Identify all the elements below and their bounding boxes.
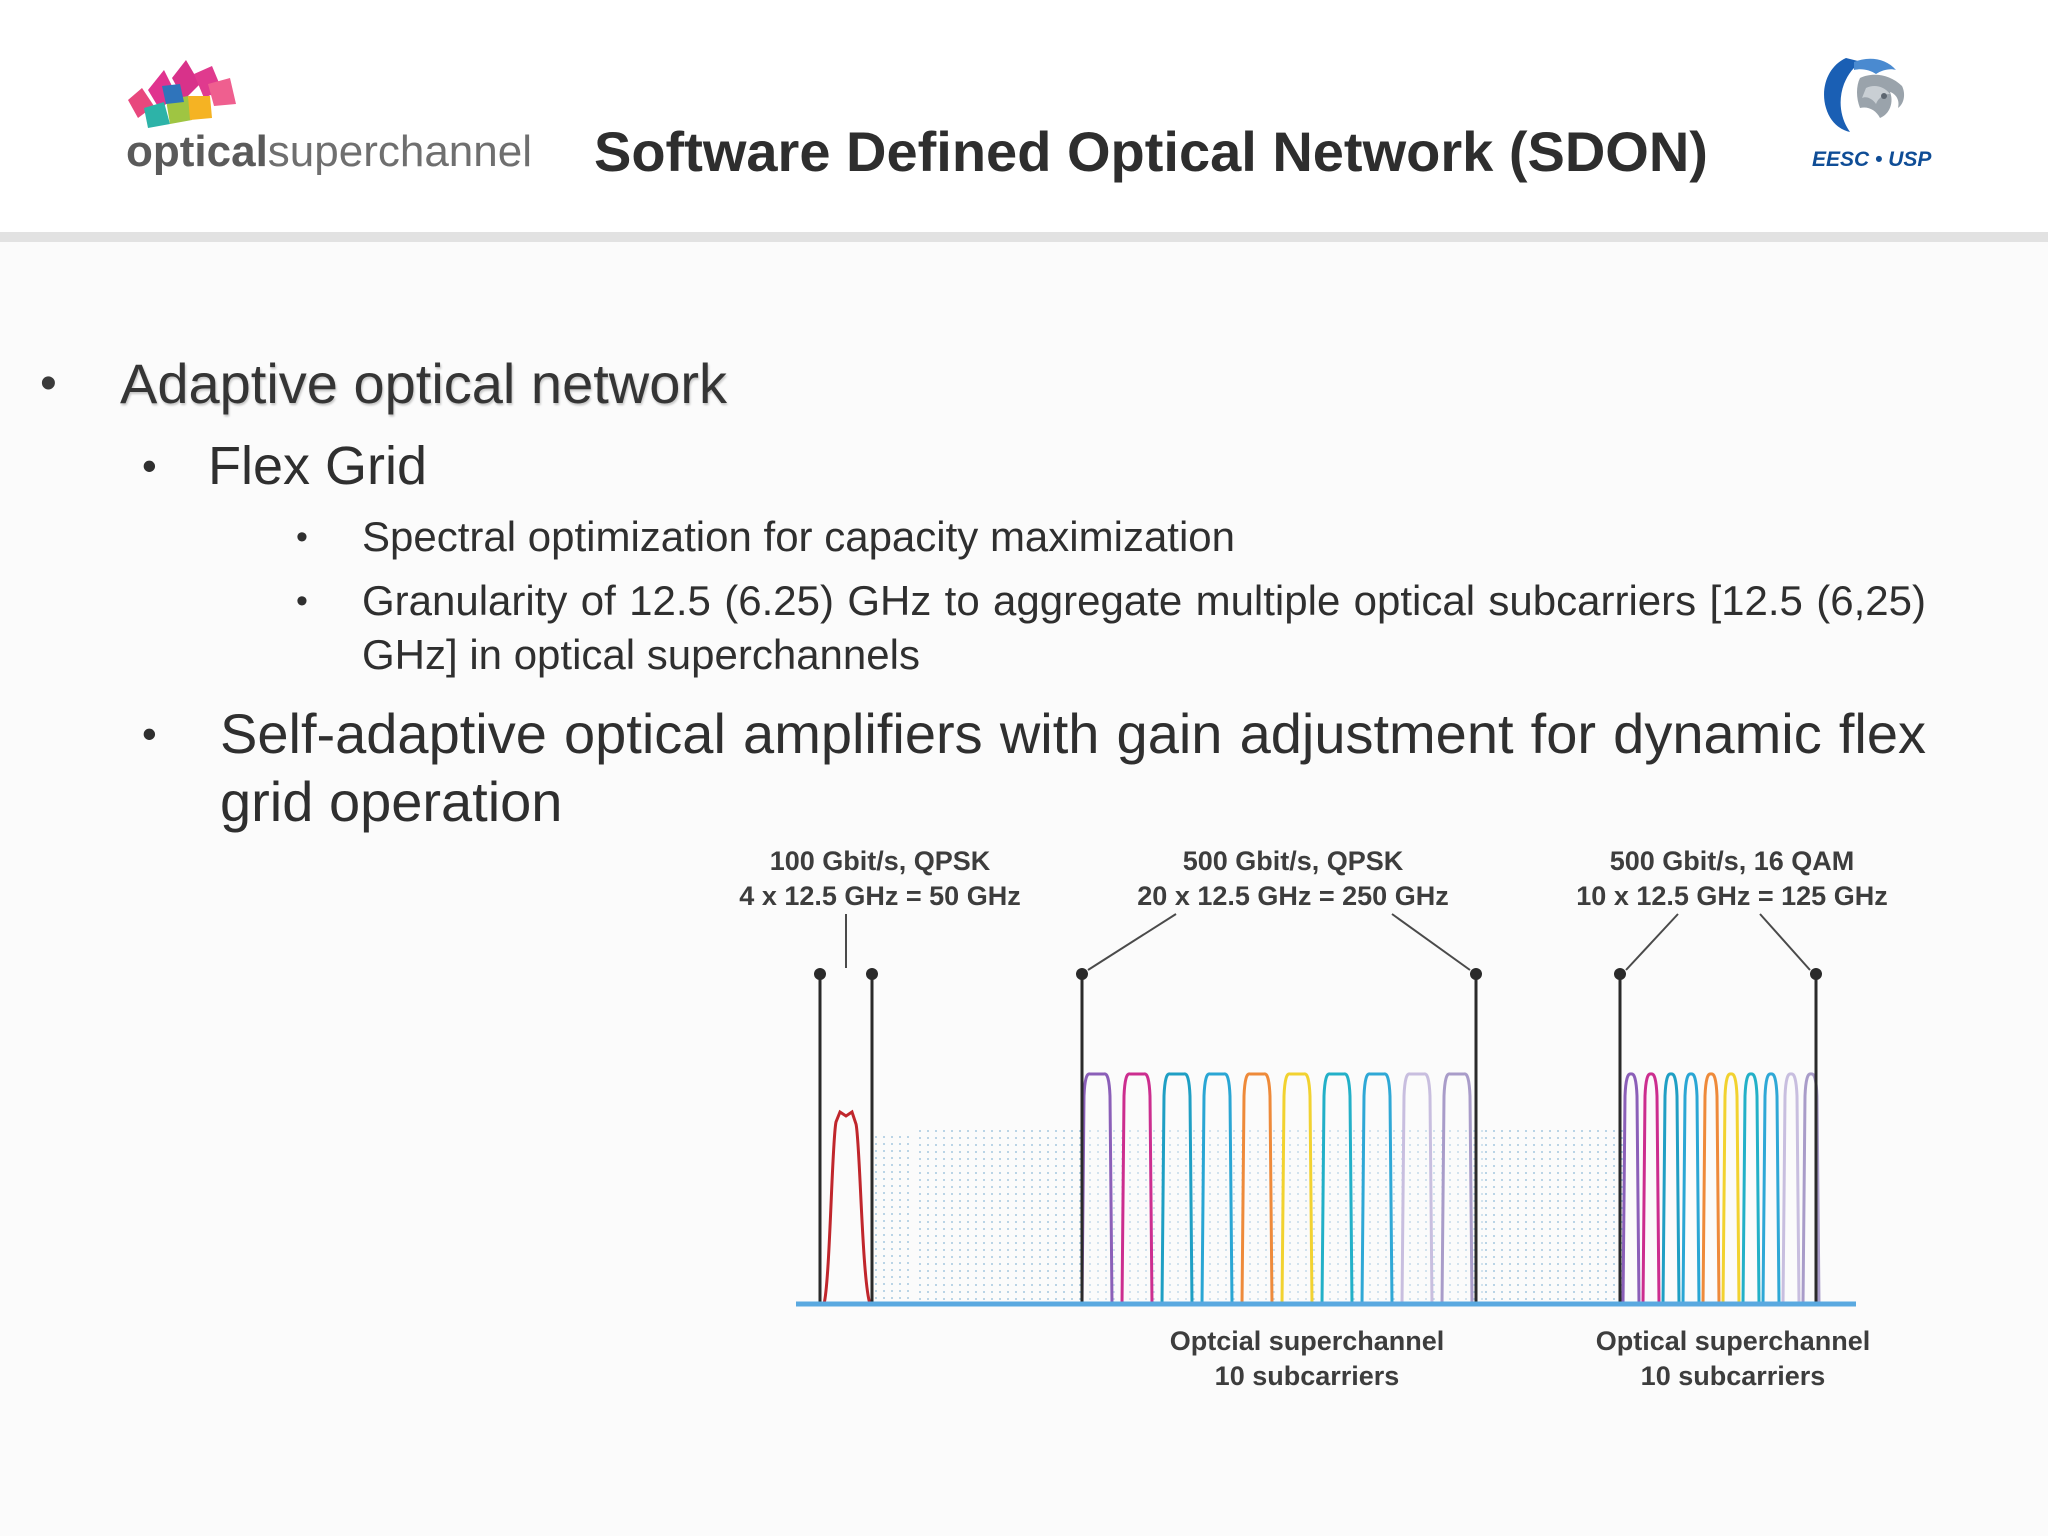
channel-1-rate: 100 Gbit/s, QPSK <box>769 846 991 876</box>
superchannel-2-subcarrier-7 <box>1741 1072 1761 1305</box>
label-leader-line <box>1759 913 1811 971</box>
superchannel-1-subcarrier-5 <box>1240 1072 1274 1305</box>
superchannel-2-label-line2: 10 subcarriers <box>1640 1361 1826 1391</box>
label-leader-line <box>1625 913 1679 971</box>
superchannel-1-subcarrier-4 <box>1200 1072 1234 1305</box>
superchannel-1-label: Optcial superchannel 10 subcarriers <box>1170 1324 1445 1394</box>
bullet-granularity: Granularity of 12.5 (6.25) GHz to aggreg… <box>362 577 1926 678</box>
superchannel-2-subcarrier-5 <box>1701 1072 1721 1305</box>
bullet-marker: • <box>142 710 157 757</box>
optical-superchannel-logo-text: opticalsuperchannel <box>126 127 532 176</box>
superchannel-2-subcarrier-4 <box>1681 1072 1701 1305</box>
optical-superchannel-logo-icon <box>128 60 236 128</box>
superchannel-1-label-line2: 10 subcarriers <box>1214 1361 1400 1391</box>
channel-1-grid: 4 x 12.5 GHz = 50 GHz <box>739 881 1021 911</box>
flex-grid-spectrum-figure: 100 Gbit/s, QPSK 4 x 12.5 GHz = 50 GHz 5… <box>720 840 1940 1410</box>
channel-3-grid: 10 x 12.5 GHz = 125 GHz <box>1576 881 1888 911</box>
eesc-usp-logo-text: EESC • USP <box>1812 148 1932 171</box>
superchannel-2-label: Optical superchannel 10 subcarriers <box>1596 1324 1871 1394</box>
superchannel-1-label-line1: Optcial superchannel <box>1169 1326 1445 1356</box>
channel-boundary-dot <box>814 968 826 980</box>
superchannel-1-subcarrier-1 <box>1080 1072 1114 1305</box>
superchannel-2-subcarrier-8 <box>1761 1072 1781 1305</box>
superchannel-1-subcarrier-3 <box>1160 1072 1194 1305</box>
channel-3-label: 500 Gbit/s, 16 QAM 10 x 12.5 GHz = 125 G… <box>1576 844 1887 914</box>
superchannel-1-subcarrier-6 <box>1280 1072 1314 1305</box>
channel-boundary-dot <box>1076 968 1088 980</box>
superchannel-2-subcarrier-9 <box>1781 1072 1801 1305</box>
superchannel-2-subcarrier-3 <box>1661 1072 1681 1305</box>
eesc-usp-emblem-icon <box>1824 58 1905 132</box>
label-leader-line <box>1391 913 1471 971</box>
channel-2-rate: 500 Gbit/s, QPSK <box>1182 846 1404 876</box>
superchannel-2-subcarrier-6 <box>1721 1072 1741 1305</box>
header-bar <box>0 0 2048 232</box>
bullet-spectral-optimization: Spectral optimization for capacity maxim… <box>362 513 1236 560</box>
channel-2-label: 500 Gbit/s, QPSK 20 x 12.5 GHz = 250 GHz <box>1137 844 1448 914</box>
superchannel-1-subcarrier-8 <box>1360 1072 1394 1305</box>
channel-boundary-dot <box>1810 968 1822 980</box>
bullet-marker: • <box>296 582 308 620</box>
superchannel-1-subcarrier-2 <box>1120 1072 1154 1305</box>
bullet-marker: • <box>296 518 308 556</box>
superchannel-1-subcarrier-9 <box>1400 1072 1434 1305</box>
channel-1-label: 100 Gbit/s, QPSK 4 x 12.5 GHz = 50 GHz <box>739 844 1020 914</box>
single-carrier-spectrum <box>822 1109 872 1305</box>
superchannel-2-subcarrier-2 <box>1641 1072 1661 1305</box>
header-divider <box>0 232 2048 242</box>
superchannel-1-subcarrier-10 <box>1440 1072 1474 1305</box>
superchannel-2-label-line1: Optical superchannel <box>1595 1326 1871 1356</box>
channel-3-rate: 500 Gbit/s, 16 QAM <box>1609 846 1855 876</box>
bullet-marker: • <box>142 442 157 489</box>
channel-boundary-dot <box>866 968 878 980</box>
bullet-flex-grid: Flex Grid <box>208 436 428 496</box>
bullet-adaptive-optical-network: Adaptive optical network <box>120 352 728 415</box>
bullet-self-adaptive-amplifiers: Self-adaptive optical amplifiers with ga… <box>220 702 1926 833</box>
channel-boundary-dot <box>1470 968 1482 980</box>
superchannel-1-subcarrier-7 <box>1320 1072 1354 1305</box>
channel-2-grid: 20 x 12.5 GHz = 250 GHz <box>1137 881 1449 911</box>
channel-boundary-dot <box>1614 968 1626 980</box>
flex-grid-spectrum-diagram <box>796 913 1856 1307</box>
bullet-marker: • <box>40 357 57 410</box>
label-leader-line <box>1087 913 1177 971</box>
superchannel-2-subcarrier-1 <box>1621 1072 1641 1305</box>
page-title: Software Defined Optical Network (SDON) <box>594 120 1708 183</box>
